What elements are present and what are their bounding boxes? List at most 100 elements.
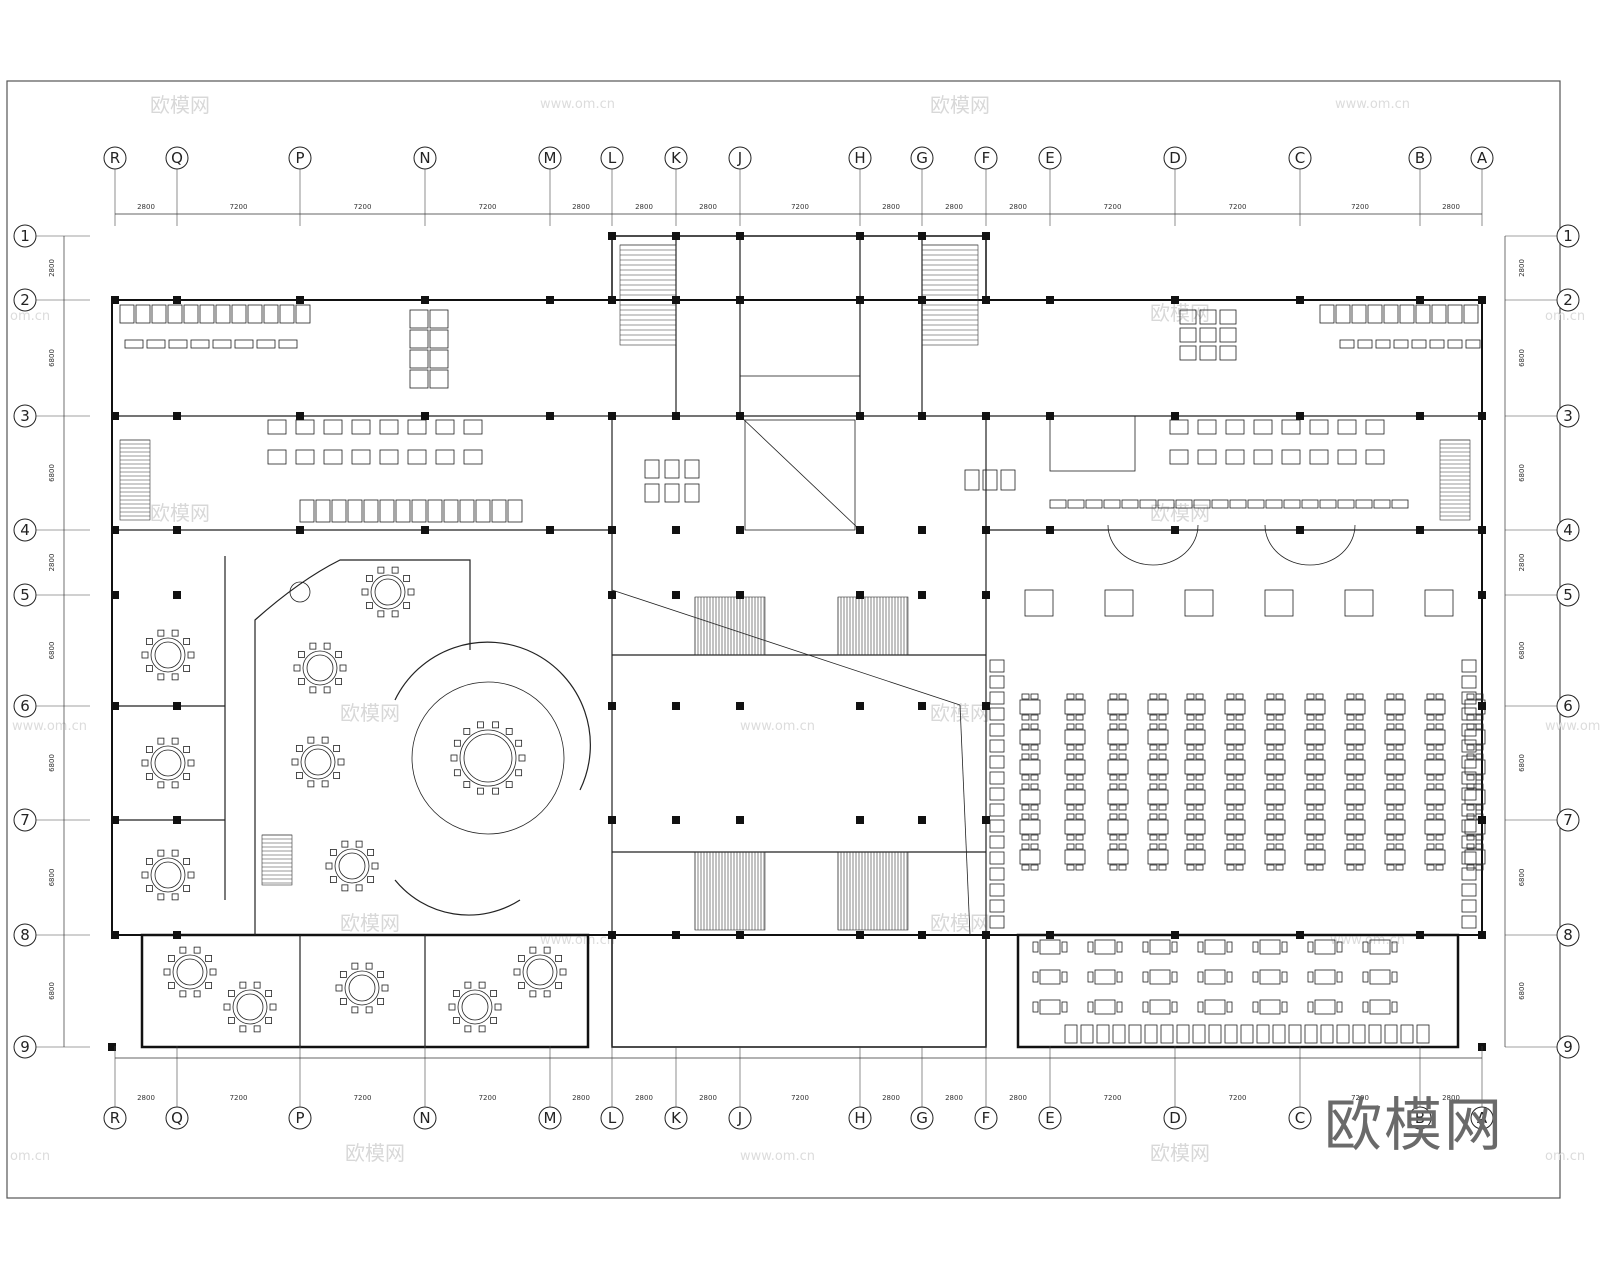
column [608,232,616,240]
equipment-unit [234,339,254,349]
column-spacing-label: 7200 [791,1094,809,1102]
chair [1030,804,1039,811]
drawing-frame [6,80,1561,1199]
axis-label: J [737,149,742,167]
chair [1362,971,1369,983]
equipment-unit [1225,449,1245,465]
equipment-unit [427,499,443,523]
axis-label: 9 [20,1038,30,1056]
column [856,526,864,534]
booth-seat [1352,1024,1366,1044]
column-spacing-label: 7200 [1104,203,1122,211]
chair [477,721,484,729]
equipment-unit [475,499,491,523]
column [421,412,429,420]
dining-table [1304,759,1326,775]
chair [1030,834,1039,841]
booth-seat [1461,707,1477,721]
chair [145,638,153,645]
equipment-unit [1339,339,1355,349]
column [421,526,429,534]
booth-seat [989,691,1005,705]
chair [1386,693,1395,700]
chair [1197,1001,1204,1013]
equipment-unit [323,449,343,465]
chair [1195,753,1204,760]
chair [1186,783,1195,790]
chair [543,946,551,954]
chair [1186,843,1195,850]
chair [1032,941,1039,953]
chair [1306,744,1315,751]
chair [1226,804,1235,811]
dining-table [1064,819,1086,835]
equipment-unit [982,469,998,491]
chair [1186,753,1195,760]
chair [1158,693,1167,700]
chair [1386,813,1395,820]
chair [1075,834,1084,841]
column-spacing-label: 2800 [137,203,155,211]
chair [1386,714,1395,721]
equipment-unit [167,304,183,324]
chair [205,955,213,962]
equipment-unit [379,499,395,523]
chair [1066,834,1075,841]
chair [1466,723,1475,730]
chair [1030,783,1039,790]
dining-table [1344,729,1366,745]
chair [1075,693,1084,700]
chair [1171,941,1178,953]
chair [1266,864,1275,871]
dining-table [1019,759,1041,775]
equipment-unit [351,449,371,465]
watermark-brand: 欧模网 [930,93,990,117]
axis-label: 4 [1563,521,1573,539]
equipment-unit [183,304,199,324]
dining-table [1184,759,1206,775]
chair [1315,774,1324,781]
column [173,526,181,534]
equipment-unit [1447,339,1463,349]
chair [1346,783,1355,790]
booth-seat [1144,1024,1158,1044]
chair [329,849,337,856]
chair [1186,693,1195,700]
chair [1118,783,1127,790]
column-spacing-label: 2800 [635,1094,653,1102]
equipment-unit [1067,499,1085,509]
chair [1118,693,1127,700]
booth-seat [1368,1024,1382,1044]
equipment-unit [263,304,279,324]
axis-label: 2 [20,291,30,309]
interior-walls [112,236,1482,1047]
column [173,702,181,710]
chair [377,566,385,574]
column [918,591,926,599]
booth-seat [1461,771,1477,785]
chair [1149,744,1158,751]
chair [1118,834,1127,841]
axis-label: 8 [1563,926,1573,944]
chair [464,1025,472,1033]
chair [515,769,523,777]
chair [1021,804,1030,811]
chair [1030,693,1039,700]
chair [1226,1001,1233,1013]
chair [321,736,329,744]
equipment-unit [1219,309,1237,325]
elevator-lobby [739,235,861,377]
chair [1186,834,1195,841]
equipment-unit [664,483,680,503]
dining-table [1369,939,1391,955]
chair [1030,753,1039,760]
round-table-top [154,749,182,777]
chair [1395,693,1404,700]
chair [1266,783,1275,790]
chair [205,982,213,989]
booth-seat [989,819,1005,833]
column-spacing-label: 7200 [230,203,248,211]
chair [1466,714,1475,721]
chair [391,610,399,618]
chair [1355,753,1364,760]
